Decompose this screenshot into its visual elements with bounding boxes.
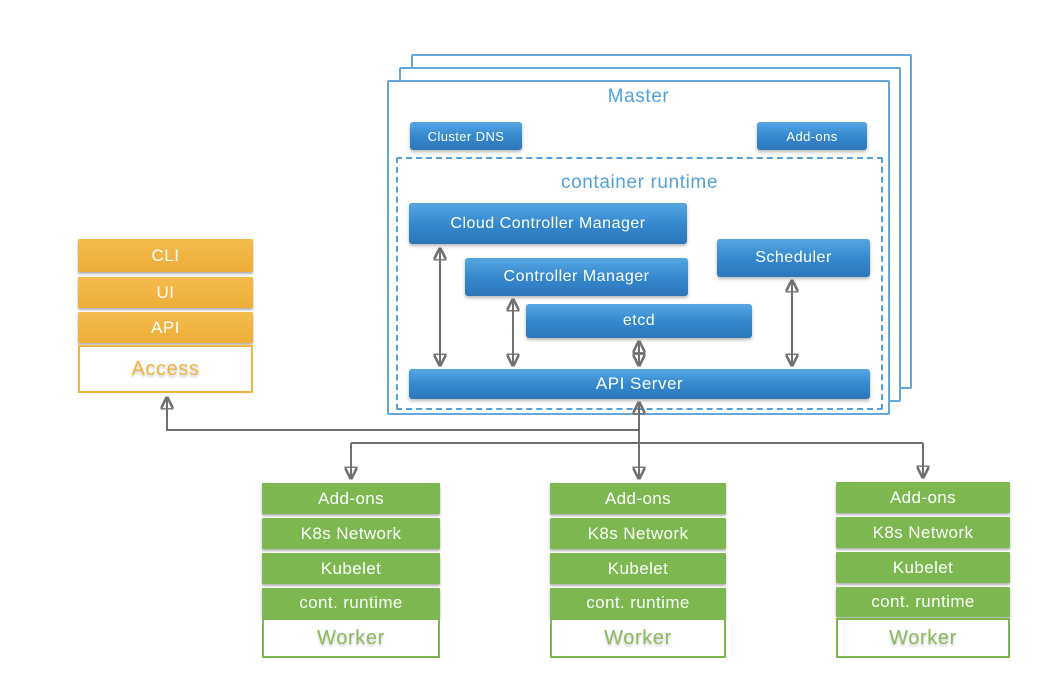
worker-node-3: Add-ons K8s Network Kubelet cont. runtim… — [836, 482, 1010, 658]
worker3-k8s-network-row: K8s Network — [836, 517, 1010, 548]
etcd-node: etcd — [526, 304, 752, 338]
worker2-addons-label: Add-ons — [604, 488, 672, 508]
worker3-cont-runtime-label: cont. runtime — [871, 592, 975, 611]
master-title: Master — [607, 86, 670, 107]
worker1-addons-label: Add-ons — [317, 488, 385, 508]
worker1-cont-runtime-row: cont. runtime — [262, 588, 440, 618]
worker1-k8s-network-row: K8s Network — [262, 518, 440, 549]
api-server-node: API Server — [409, 369, 870, 399]
worker2-footer-box: Worker — [550, 618, 726, 658]
api-server-label: API Server — [595, 374, 684, 393]
worker2-kubelet-row: Kubelet — [550, 553, 726, 584]
worker1-footer-box: Worker — [262, 618, 440, 658]
cloud-controller-manager-label: Cloud Controller Manager — [450, 214, 646, 232]
cloud-controller-manager-node: Cloud Controller Manager — [409, 203, 687, 244]
worker2-footer-label: Worker — [604, 626, 672, 649]
worker2-k8s-network-row: K8s Network — [550, 518, 726, 549]
worker1-footer-label: Worker — [317, 626, 385, 649]
worker3-cont-runtime-row: cont. runtime — [836, 587, 1010, 617]
scheduler-label: Scheduler — [755, 249, 832, 266]
worker-node-2: Add-ons K8s Network Kubelet cont. runtim… — [550, 483, 726, 658]
scheduler-node: Scheduler — [717, 239, 870, 277]
worker2-kubelet-label: Kubelet — [607, 558, 669, 578]
worker2-k8s-network-label: K8s Network — [587, 523, 689, 543]
cli-label: CLI — [151, 245, 180, 265]
worker3-k8s-network-label: K8s Network — [872, 522, 974, 542]
worker1-k8s-network-label: K8s Network — [300, 523, 402, 543]
access-box: Access — [78, 345, 253, 393]
cli-node: CLI — [78, 239, 253, 272]
api-label: API — [151, 317, 180, 337]
worker1-kubelet-row: Kubelet — [262, 553, 440, 584]
ui-label: UI — [156, 282, 175, 302]
worker3-footer-label: Worker — [889, 626, 957, 649]
api-node: API — [78, 312, 253, 343]
ui-node: UI — [78, 277, 253, 308]
controller-manager-label: Controller Manager — [503, 268, 650, 285]
worker1-kubelet-label: Kubelet — [320, 558, 382, 578]
worker1-cont-runtime-label: cont. runtime — [299, 593, 403, 612]
worker3-kubelet-label: Kubelet — [892, 557, 954, 577]
container-runtime-title: container runtime — [561, 172, 718, 193]
master-addons-label: Add-ons — [786, 128, 838, 144]
etcd-label: etcd — [622, 312, 656, 329]
worker2-cont-runtime-row: cont. runtime — [550, 588, 726, 618]
controller-manager-node: Controller Manager — [465, 258, 688, 296]
worker3-addons-label: Add-ons — [889, 487, 957, 507]
access-label: Access — [131, 357, 200, 380]
worker2-cont-runtime-label: cont. runtime — [586, 593, 690, 612]
worker3-footer-box: Worker — [836, 618, 1010, 658]
worker3-kubelet-row: Kubelet — [836, 552, 1010, 583]
worker3-addons-row: Add-ons — [836, 482, 1010, 513]
worker-node-1: Add-ons K8s Network Kubelet cont. runtim… — [262, 483, 440, 658]
master-addons-node: Add-ons — [757, 122, 867, 150]
cluster-dns-node: Cluster DNS — [410, 122, 522, 150]
worker2-addons-row: Add-ons — [550, 483, 726, 514]
cluster-dns-label: Cluster DNS — [427, 128, 505, 144]
worker1-addons-row: Add-ons — [262, 483, 440, 514]
